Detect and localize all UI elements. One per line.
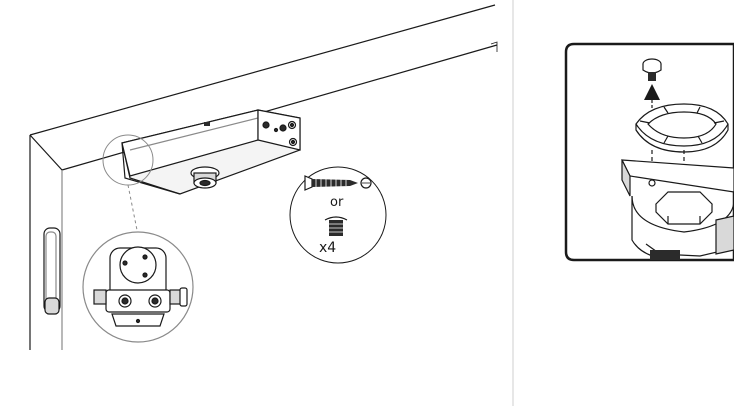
hex-bolt bbox=[655, 191, 713, 225]
right-panel bbox=[564, 42, 734, 262]
self-tapping-screw-icon bbox=[304, 175, 372, 191]
count-label: x4 bbox=[319, 240, 336, 256]
zoom-detail-circle bbox=[82, 231, 194, 343]
arrow-up-icon bbox=[644, 84, 660, 100]
pinion-base bbox=[631, 195, 734, 260]
or-label: or bbox=[330, 195, 344, 210]
screw-callout bbox=[289, 166, 387, 264]
left-panel bbox=[29, 4, 498, 350]
hinge bbox=[43, 227, 61, 315]
closer-arm bbox=[620, 159, 734, 197]
highlight-circle bbox=[102, 134, 154, 186]
star-washer bbox=[635, 103, 729, 153]
door-closer-body bbox=[121, 109, 301, 195]
small-screw-icon bbox=[642, 58, 662, 81]
machine-screw-icon bbox=[324, 216, 348, 236]
